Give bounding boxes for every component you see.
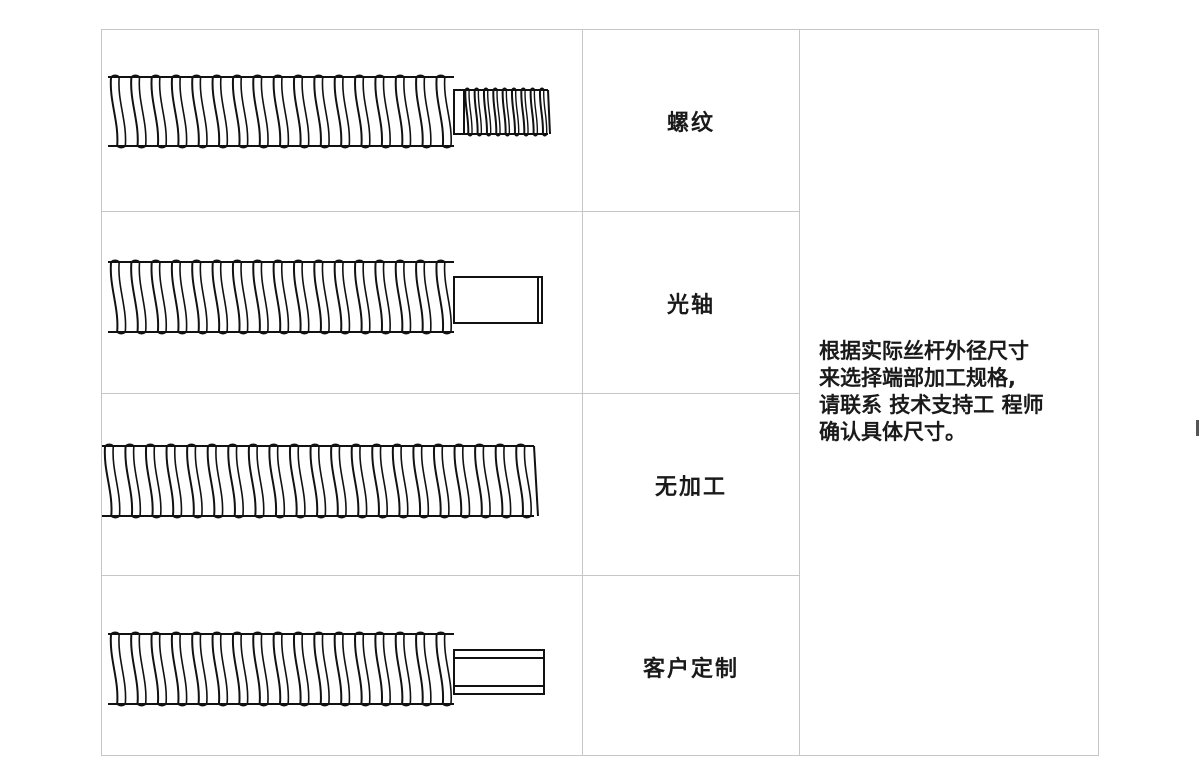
row-divider-3 bbox=[102, 575, 799, 576]
row-divider-2 bbox=[102, 393, 799, 394]
row-label-unmachined: 无加工 bbox=[654, 474, 727, 500]
column-divider-1 bbox=[582, 30, 583, 755]
row-label-custom: 客户定制 bbox=[642, 656, 739, 682]
edge-mark bbox=[1196, 420, 1199, 436]
note-line-2: 来选择端部加工规格, bbox=[819, 366, 1016, 390]
leadscrew-unmachined-image bbox=[102, 394, 582, 575]
column-divider-2 bbox=[799, 30, 800, 755]
row-label-plain-shaft: 光轴 bbox=[666, 292, 715, 318]
note-line-3: 请联系 技术支持工 程师 bbox=[819, 393, 1044, 417]
leadscrew-plain-shaft-image bbox=[102, 212, 582, 393]
row-label-threaded: 螺纹 bbox=[666, 110, 715, 136]
end-machining-table: 螺纹 光轴 无加工 客 bbox=[101, 29, 1099, 756]
leadscrew-threaded-end-image bbox=[102, 30, 582, 211]
row-divider-1 bbox=[102, 211, 799, 212]
selection-note: 根据实际丝杆外径尺寸 来选择端部加工规格, 请联系 技术支持工 程师 确认具体尺… bbox=[819, 338, 1099, 446]
note-line-1: 根据实际丝杆外径尺寸 bbox=[819, 339, 1029, 363]
leadscrew-custom-end-image bbox=[102, 576, 582, 757]
note-line-4: 确认具体尺寸。 bbox=[819, 420, 966, 444]
